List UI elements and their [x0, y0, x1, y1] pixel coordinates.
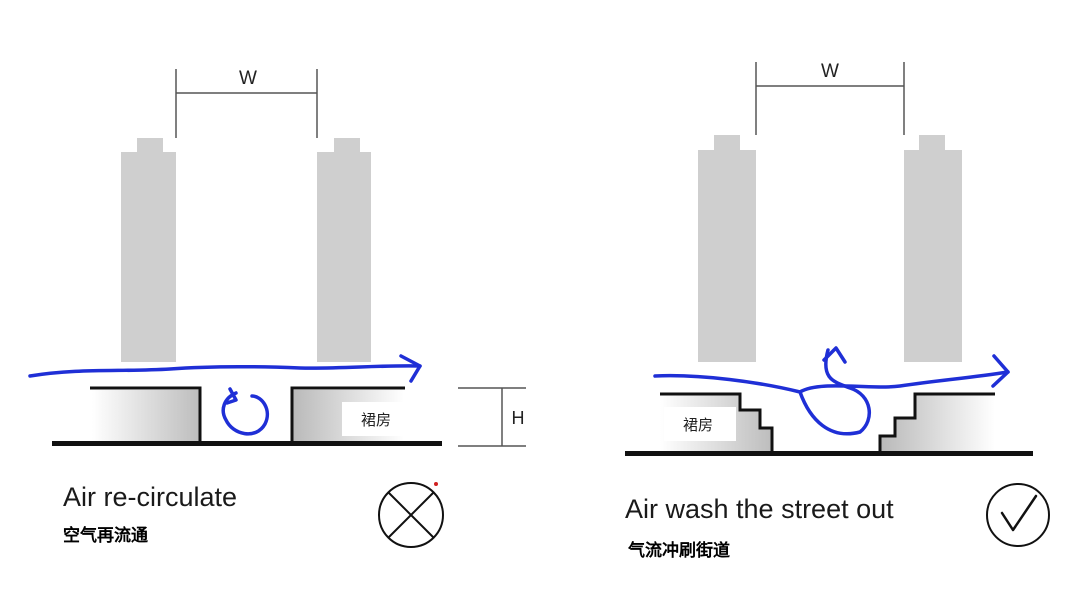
podium-left-outline [660, 392, 774, 452]
airflow-exit [798, 370, 1010, 394]
podium-right-outline [290, 386, 405, 442]
podium-left-outline [90, 386, 202, 442]
ground-line [52, 441, 442, 446]
podium-right-outline [878, 392, 995, 452]
right-panel: W 裙房 Air wash the street out 气流冲刷街道 [625, 61, 1050, 561]
airflow-exit-arrowhead [991, 354, 1010, 388]
check-circle-icon [986, 483, 1050, 547]
width-label: W [239, 68, 257, 89]
height-label: H [512, 408, 525, 428]
podium-left [92, 390, 200, 442]
airflow-arrowhead [399, 354, 422, 383]
width-dimension [175, 69, 318, 138]
airflow-loop-arrowhead [822, 346, 847, 364]
podium-label-box [342, 402, 411, 436]
height-dimension [458, 387, 526, 447]
caption-zh: 空气再流通 [63, 525, 148, 546]
podium-label-box [664, 407, 736, 441]
caption-en: Air re-circulate [63, 482, 237, 512]
ground-line [625, 451, 1033, 456]
caption-zh: 气流冲刷街道 [627, 540, 730, 561]
tower-right [317, 138, 371, 362]
caption-en: Air wash the street out [625, 494, 894, 524]
width-label: W [821, 61, 839, 82]
tower-right [904, 135, 962, 362]
tower-left [121, 138, 176, 362]
podium-right [880, 394, 995, 452]
podium-label: 裙房 [683, 416, 713, 434]
recirculation-arrowhead [225, 387, 238, 405]
cross-circle-icon [378, 482, 444, 548]
airflow-over-roof [28, 364, 422, 378]
tower-left [698, 135, 756, 362]
width-dimension [755, 62, 905, 135]
podium-label: 裙房 [361, 411, 391, 429]
left-panel: W 裙房 H Air re-circulate 空气再流通 [28, 68, 526, 548]
airflow-recirculation-loop [221, 391, 270, 436]
